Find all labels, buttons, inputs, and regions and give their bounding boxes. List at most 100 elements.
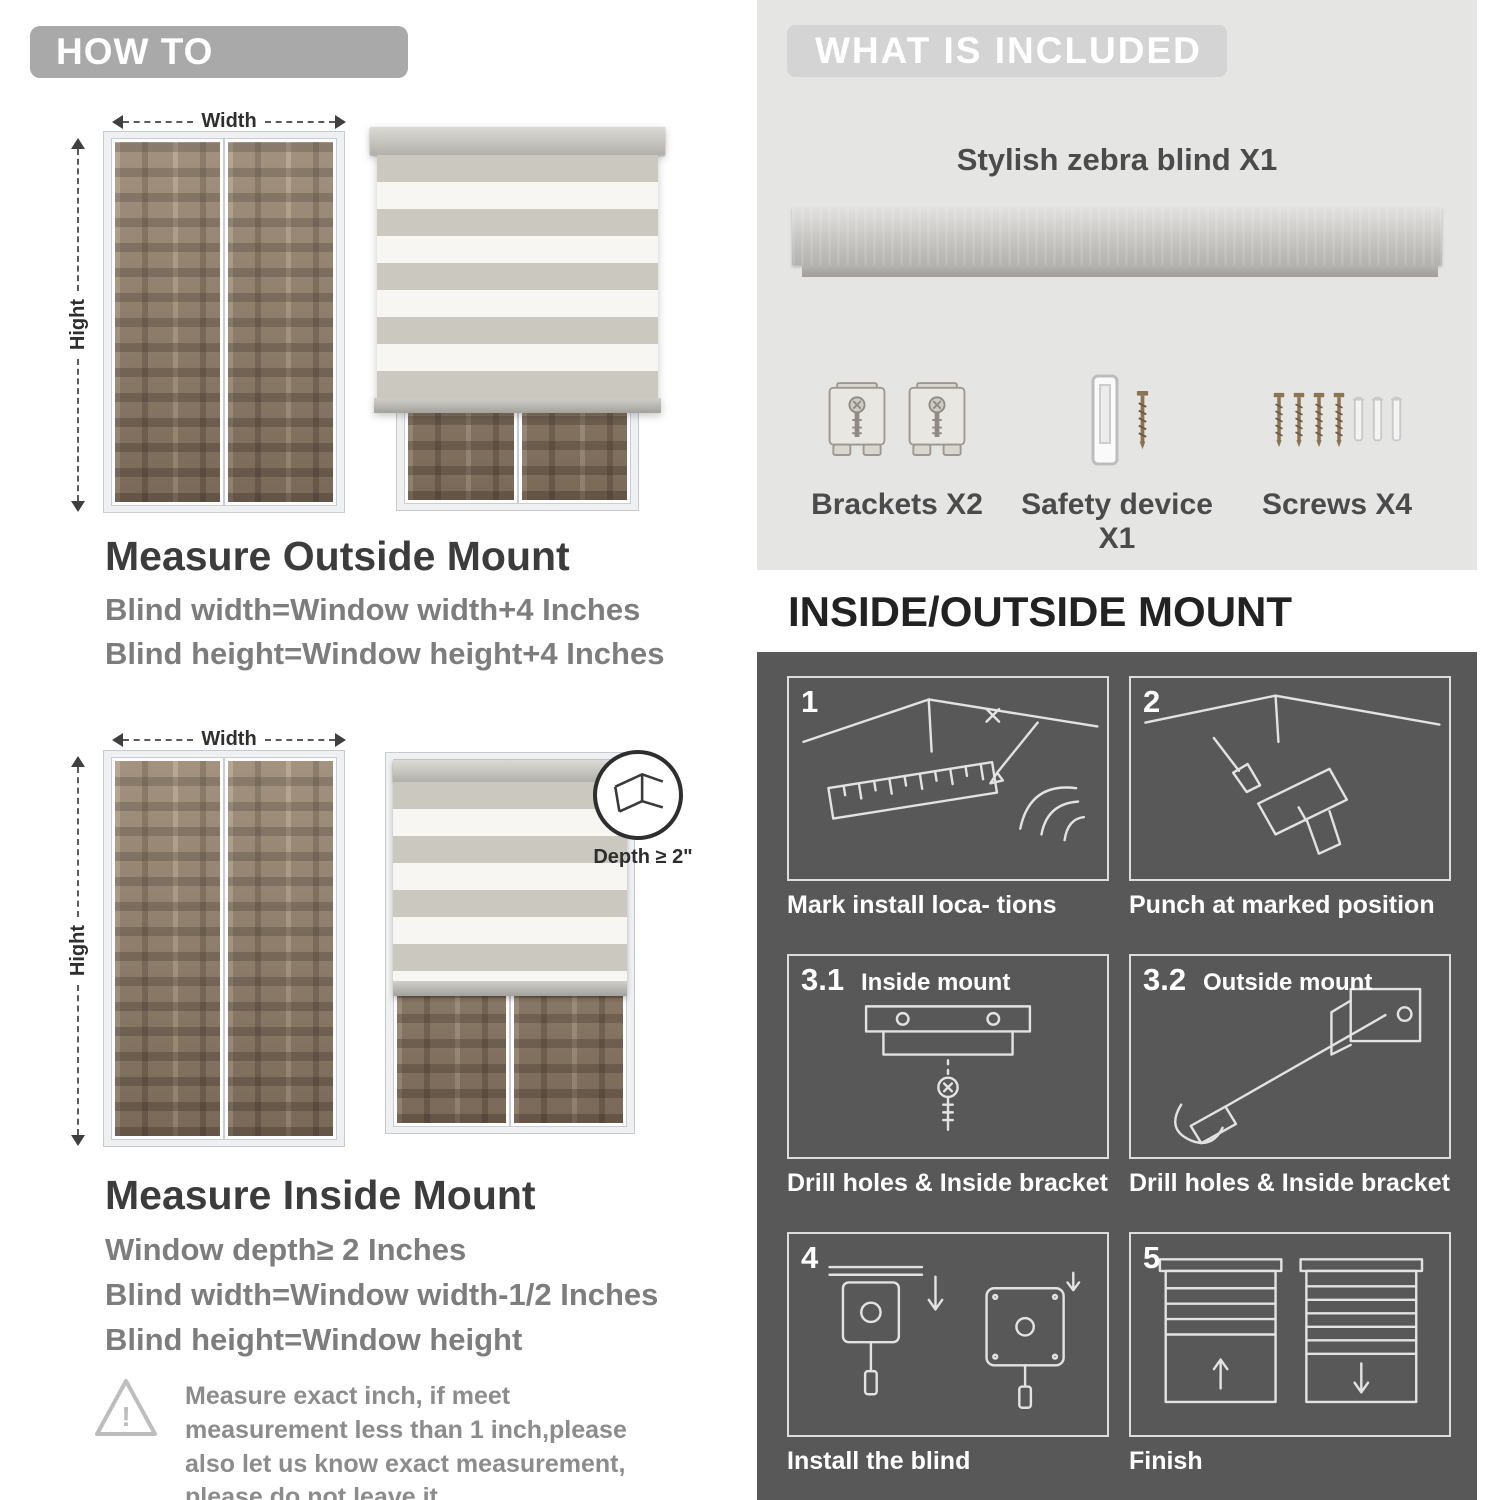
- width-arrow: Width: [112, 728, 347, 751]
- what-is-included-title: WHAT IS INCLUDED: [787, 25, 1227, 77]
- mount-section-title: INSIDE/OUTSIDE MOUNT: [788, 588, 1293, 635]
- depth-label: Depth ≥ 2": [593, 846, 693, 868]
- step-caption: Drill holes & Inside bracket: [787, 1169, 1108, 1197]
- step-5: 5 Finish: [1129, 1232, 1451, 1490]
- height-label: Hight: [66, 299, 89, 351]
- outside-spec-1: Blind width=Window width+4 Inches: [105, 592, 641, 627]
- step-5-illustration: 5: [1129, 1232, 1451, 1437]
- window-corner-icon: [613, 773, 664, 813]
- blind-bottom-rail: [374, 397, 661, 413]
- screw-icon: [1273, 392, 1284, 448]
- warning-icon: !: [95, 1379, 157, 1436]
- step-3-1: 3.1 Inside mount Drill holes & Inside br…: [787, 954, 1109, 1212]
- inside-spec-2: Blind width=Window width-1/2 Inches: [105, 1277, 659, 1312]
- safety-device-icons: [1007, 360, 1227, 480]
- mount-steps-panel: 1 Mark install loca- tions: [757, 652, 1477, 1500]
- step-3-2: 3.2 Outside mount Drill holes & Inside b…: [1129, 954, 1451, 1212]
- arrow-down-icon: [71, 1135, 85, 1146]
- finish-icon: [1158, 1258, 1424, 1404]
- arrow-up-icon: [71, 138, 85, 149]
- width-arrow: Width: [112, 110, 347, 133]
- height-arrow: Hight: [66, 138, 90, 512]
- wall-anchor-icon: [1371, 396, 1383, 442]
- arrow-right-icon: [335, 114, 347, 129]
- step-caption: Install the blind: [787, 1447, 971, 1475]
- step-sublabel: Outside mount: [1203, 969, 1373, 996]
- included-panel: WHAT IS INCLUDED Stylish zebra blind X1: [757, 0, 1477, 570]
- outside-mount-heading: Measure Outside Mount: [105, 533, 570, 579]
- window-illustration-outside: [103, 131, 345, 513]
- mark-locations-icon: [802, 698, 1099, 842]
- drill-icon: [1144, 694, 1441, 855]
- step-number: 3.1: [801, 962, 845, 997]
- warning-text: Measure exact inch, if meet measurement …: [185, 1382, 627, 1500]
- outside-bracket-icon: [1174, 987, 1422, 1145]
- arrow-up-icon: [71, 756, 85, 767]
- step-1: 1 Mark install loca- tions: [787, 676, 1109, 934]
- step-3-2-illustration: 3.2 Outside mount: [1129, 954, 1451, 1159]
- step-4-illustration: 4: [787, 1232, 1109, 1437]
- step-sublabel: Inside mount: [861, 969, 1011, 996]
- brackets-icons: [787, 360, 1007, 480]
- blind-bottom-rail: [393, 980, 627, 996]
- window-sash: [112, 139, 223, 505]
- width-label: Width: [201, 110, 257, 132]
- step-caption: Punch at marked position: [1129, 891, 1435, 919]
- brackets-label: Brackets X2: [811, 488, 983, 521]
- window-sash: [225, 139, 336, 505]
- safety-device-icon: [1091, 374, 1118, 466]
- step-caption: Mark install loca- tions: [787, 891, 1057, 919]
- step-number: 3.2: [1143, 962, 1187, 997]
- inside-mount-heading: Measure Inside Mount: [105, 1172, 536, 1218]
- blind-fabric: [377, 155, 658, 398]
- headrail-image: [792, 207, 1442, 277]
- safety-device-label: Safety device X1: [1021, 488, 1213, 555]
- wall-anchor-icon: [1352, 396, 1364, 442]
- step-1-illustration: 1: [787, 676, 1109, 881]
- inside-mount-illustration: [385, 752, 635, 1134]
- depth-callout: [593, 750, 683, 840]
- window-illustration-inside: [103, 750, 345, 1147]
- width-label: Width: [201, 728, 257, 750]
- inside-spec-1: Window depth≥ 2 Inches: [105, 1232, 467, 1267]
- step-caption: Drill holes & Inside bracket: [1129, 1169, 1450, 1197]
- arrow-left-icon: [112, 732, 123, 747]
- step-number: 2: [1143, 684, 1161, 719]
- step-2-illustration: 2: [1129, 676, 1451, 881]
- height-label: Hight: [66, 925, 89, 977]
- zebra-blind-illustration: [393, 760, 627, 996]
- step-2: 2 Punch at marked position: [1129, 676, 1451, 934]
- outside-spec-2: Blind height=Window height+4 Inches: [105, 636, 665, 671]
- blind-cassette: [393, 760, 627, 782]
- step-4: 4 Install the blind: [787, 1232, 1109, 1490]
- how-to-measure-banner: HOW TO MEASURE: [30, 26, 408, 124]
- arrow-right-icon: [335, 732, 347, 747]
- screw-icon: [1293, 392, 1304, 448]
- screws-icons: [1227, 360, 1447, 480]
- step-number: 5: [1143, 1240, 1161, 1275]
- screws-label: Screws X4: [1261, 488, 1413, 521]
- svg-text:!: !: [121, 1401, 130, 1432]
- blind-fabric: [393, 782, 627, 981]
- inside-spec-3: Blind height=Window height: [105, 1322, 523, 1357]
- hardware-row: [787, 360, 1447, 480]
- bracket-icon: [908, 382, 966, 456]
- step-caption: Finish: [1129, 1447, 1203, 1475]
- height-arrow: Hight: [66, 756, 90, 1146]
- screw-icon: [1136, 390, 1148, 450]
- blind-item-label: Stylish zebra blind X1: [956, 142, 1278, 177]
- inside-bracket-icon: [864, 1005, 1032, 1131]
- screw-icon: [1333, 392, 1344, 448]
- step-3-1-illustration: 3.1 Inside mount: [787, 954, 1109, 1159]
- step-number: 1: [801, 684, 819, 719]
- arrow-down-icon: [71, 501, 85, 512]
- blind-cassette: [370, 127, 665, 155]
- arrow-left-icon: [112, 114, 123, 129]
- bracket-icon: [828, 382, 886, 456]
- hardware-labels: Brackets X2 Safety device X1 Screws X4: [787, 488, 1447, 556]
- install-blind-icon: [828, 1265, 1081, 1409]
- wall-anchor-icon: [1390, 396, 1402, 442]
- outside-mount-illustration: [370, 127, 665, 513]
- screw-icon: [1313, 392, 1324, 448]
